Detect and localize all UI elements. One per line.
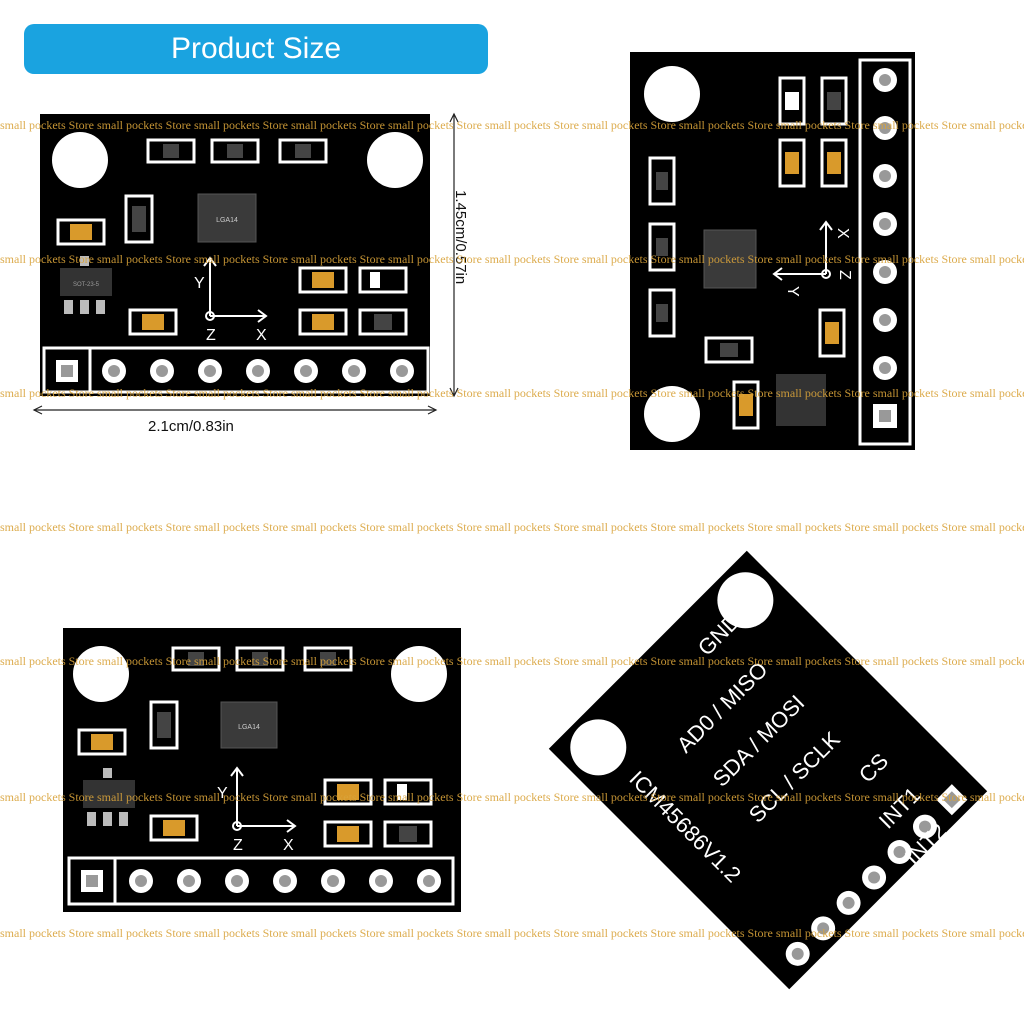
axis-label-x: X	[834, 228, 851, 239]
axis-indicator	[203, 256, 268, 323]
header-pads	[102, 359, 414, 383]
mount-hole	[367, 132, 423, 188]
board-front-dimensioned: LGA14 SOT-23-5 Y Z X	[32, 112, 459, 415]
axis-label-z: Z	[836, 270, 853, 280]
chip-marking: LGA14	[216, 217, 238, 224]
mount-hole	[570, 719, 627, 776]
smd-cap	[124, 194, 154, 244]
axis-label-z: Z	[233, 837, 243, 854]
product-size-banner: Product Size	[24, 24, 488, 74]
axis-label-y: Y	[784, 286, 801, 297]
banner-title: Product Size	[170, 32, 342, 65]
width-dimension-label: 2.1cm/0.83in	[148, 418, 234, 435]
imu-chip	[197, 193, 257, 243]
regulator-marking: SOT-23-5	[73, 282, 100, 288]
smd-resistor	[56, 218, 106, 246]
axis-label-y: Y	[194, 275, 205, 292]
axis-label-z: Z	[206, 327, 216, 344]
axis-label-x: X	[256, 327, 267, 344]
mount-hole	[391, 646, 447, 702]
regulator	[83, 780, 135, 808]
mount-hole	[73, 646, 129, 702]
smd-row-top	[146, 138, 328, 164]
imu-chip	[220, 701, 278, 749]
pin-header	[858, 58, 912, 446]
regulator	[776, 374, 826, 426]
dimension-lines	[32, 112, 459, 415]
pin-header	[67, 856, 455, 906]
header-pads	[873, 68, 897, 428]
mount-hole	[644, 66, 700, 122]
height-dimension-label: 1.45cm/0.57in	[452, 190, 469, 285]
mount-hole	[717, 572, 774, 629]
axis-label-x: X	[283, 837, 294, 854]
header-pads	[129, 869, 441, 893]
board-vertical-view: X Z Y	[630, 52, 915, 450]
mount-hole	[644, 386, 700, 442]
mount-hole	[52, 132, 108, 188]
chip-marking: LGA14	[238, 724, 260, 731]
pin-header	[42, 346, 430, 394]
regulator	[60, 268, 112, 296]
board-front-view: LGA14 Y Z X	[63, 628, 461, 912]
axis-label-y: Y	[217, 785, 228, 802]
board-back-pinout: VCC GND AD0 / MISO SDA / MOSI SCL / SCLK…	[548, 550, 988, 990]
imu-chip	[703, 229, 757, 289]
